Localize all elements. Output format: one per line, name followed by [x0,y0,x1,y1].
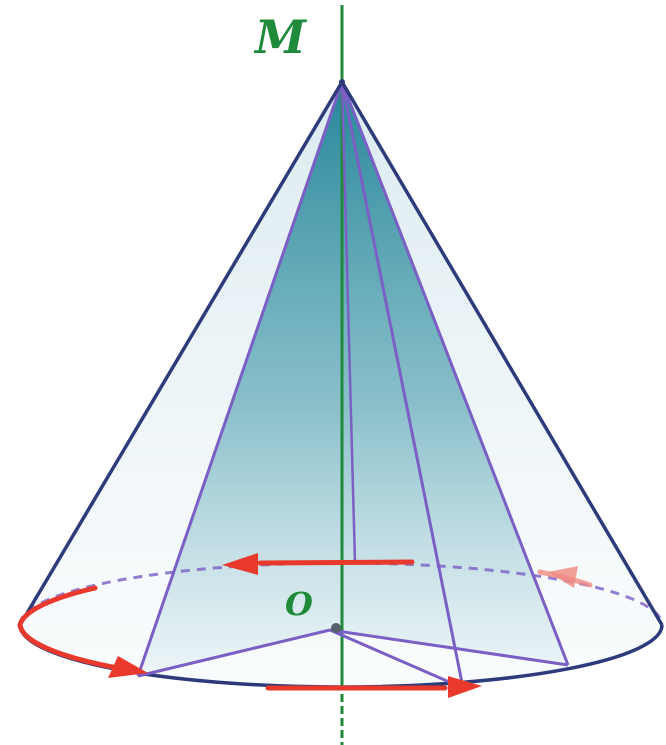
generatrix-2 [340,81,465,689]
generatrix-4 [340,81,357,564]
center-label: O [285,585,313,623]
radius-2 [329,628,464,690]
radius-1 [137,628,331,678]
apex-point [339,79,345,85]
rotation-arrowhead-back-right [548,566,578,588]
radius-3 [329,628,569,667]
generatrix-3 [340,81,570,666]
right-edge [340,81,664,626]
left-edge [18,81,344,626]
rotation-arc-back [257,559,415,566]
apex-label: M [255,10,306,64]
rotation-arrowhead-back [222,553,258,575]
swept-surface [138,82,568,676]
rotation-arrowhead-left [108,656,148,678]
rotation-arc-left [17,585,121,671]
center-point [331,623,341,633]
generatrix-1 [136,81,344,677]
rotation-arrowhead-front [448,676,482,698]
